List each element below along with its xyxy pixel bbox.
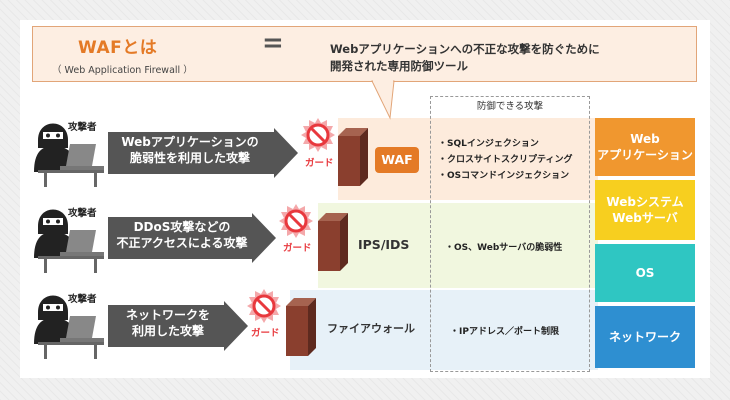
attack-list-2: ・OS、Webサーバの脆弱性 (445, 240, 562, 253)
attack-3-line-2: 利用した攻撃 (131, 324, 204, 338)
prohibition-sign-icon (247, 289, 281, 323)
guard-label-2: ガード (283, 243, 312, 254)
attack-item: ・IPアドレス／ポート制限 (450, 327, 559, 337)
attack-list-1: ・SQLインジェクション ・クロスサイトスクリプティング ・OSコマンドインジェ… (438, 136, 572, 181)
firewall-band (290, 290, 598, 370)
attack-item: ・SQLインジェクション (438, 139, 539, 149)
attack-arrow-3 (108, 301, 248, 351)
attacker-label-1: 攻撃者 (68, 122, 97, 133)
attack-item: ・OSコマンドインジェクション (438, 171, 570, 181)
defense-label-firewall: ファイアウォール (327, 322, 415, 335)
attack-2-line-1: DDoS攻撃などの (133, 220, 231, 234)
layer-network: ネットワーク (595, 306, 695, 368)
brick-wall-icon (318, 213, 348, 271)
attack-description-1: Webアプリケーションの 脆弱性を利用した攻撃 (112, 134, 268, 166)
guard-label-1: ガード (305, 158, 334, 169)
attack-arrow-1 (108, 128, 298, 178)
equals-sign: = (262, 28, 284, 58)
brick-wall-icon (286, 298, 316, 356)
attack-item: ・OS、Webサーバの脆弱性 (445, 243, 563, 253)
layer-line: ネットワーク (608, 330, 681, 344)
prohibition-sign-icon (301, 118, 335, 152)
panel-title: 防御できる攻撃 (476, 101, 544, 112)
layer-line: Webシステム (606, 195, 684, 209)
guard-label-3: ガード (251, 328, 280, 339)
attack-arrow-2 (108, 213, 276, 263)
hooded-hacker-icon (34, 209, 104, 273)
layer-web-application: Web アプリケーション (595, 118, 695, 176)
definition-callout (32, 26, 697, 82)
prohibition-sign-icon (279, 204, 313, 238)
layer-line: アプリケーション (597, 148, 693, 162)
hooded-hacker-icon (34, 295, 104, 359)
attack-item: ・クロスサイトスクリプティング (438, 155, 573, 165)
layer-os: OS (595, 244, 695, 302)
defense-badge-waf: WAF (375, 147, 419, 173)
layer-line: Web (630, 132, 660, 146)
callout-pointer (371, 80, 395, 120)
attack-1-line-1: Webアプリケーションの (121, 135, 259, 149)
waf-definition: Webアプリケーションへの不正な攻撃を防ぐために 開発された専用防御ツール (330, 41, 670, 75)
waf-subtitle: （ Web Application Firewall ） (52, 65, 193, 76)
attack-2-line-2: 不正アクセスによる攻撃 (116, 236, 248, 250)
defense-label-ips-ids: IPS/IDS (358, 237, 410, 252)
attack-description-3: ネットワークを 利用した攻撃 (112, 307, 224, 339)
brick-wall-icon (338, 128, 368, 186)
defendable-attacks-panel (430, 96, 590, 372)
layer-line: Webサーバ (612, 211, 678, 225)
attack-1-line-2: 脆弱性を利用した攻撃 (129, 151, 250, 165)
definition-line-2: 開発された専用防御ツール (330, 59, 468, 73)
definition-line-1: Webアプリケーションへの不正な攻撃を防ぐために (330, 42, 600, 56)
hooded-hacker-icon (34, 123, 104, 187)
layer-line: OS (635, 266, 655, 280)
attack-description-2: DDoS攻撃などの 不正アクセスによる攻撃 (112, 219, 252, 251)
attack-list-3: ・IPアドレス／ポート制限 (450, 324, 559, 337)
attacker-label-2: 攻撃者 (68, 208, 97, 219)
ips-band (318, 203, 598, 288)
attacker-label-3: 攻撃者 (68, 294, 97, 305)
attack-3-line-1: ネットワークを (125, 308, 210, 322)
waf-title: WAFとは (78, 38, 158, 58)
layer-web-system: Webシステム Webサーバ (595, 180, 695, 240)
